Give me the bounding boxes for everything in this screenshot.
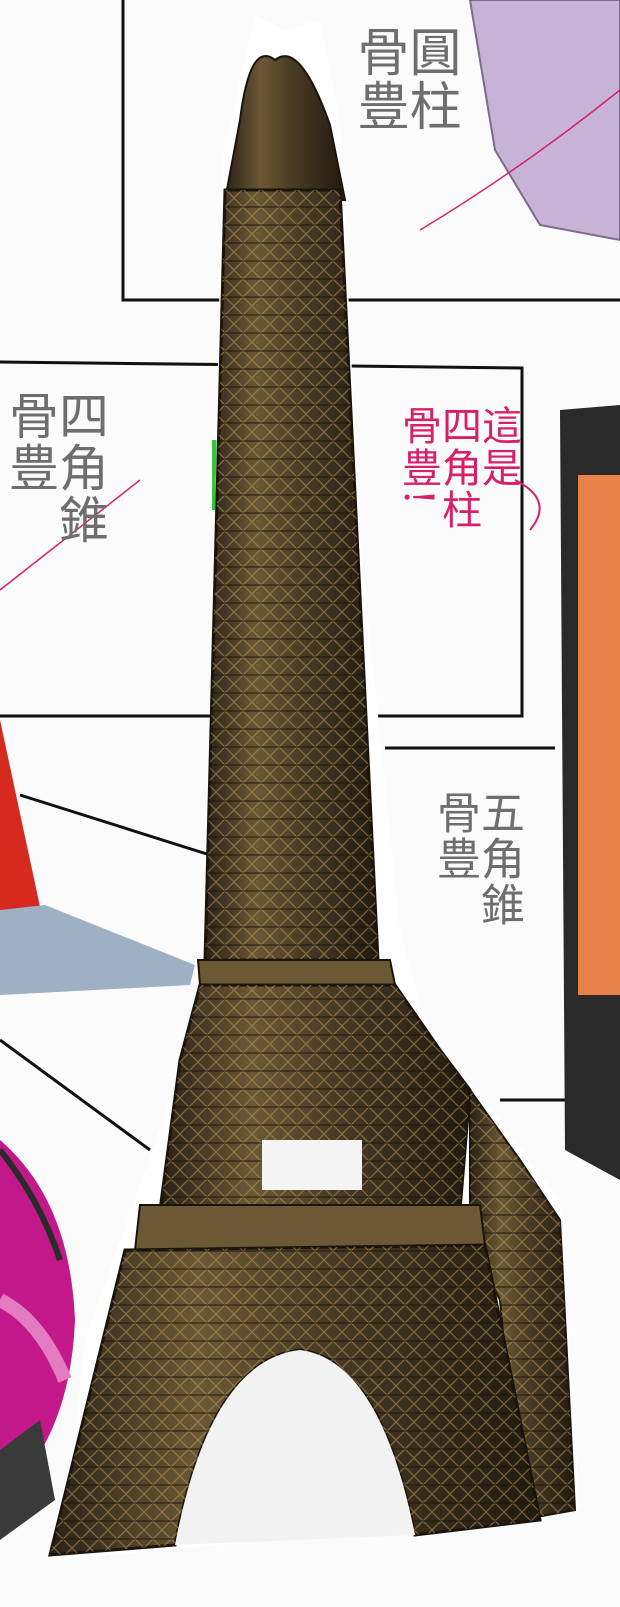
pink-line-left: [0, 479, 141, 591]
eiffel-tower: [48, 15, 580, 1560]
purple-object: [468, 0, 620, 242]
annotation-pentagonal-pyramid: 五角錐 骨豊: [429, 790, 524, 990]
annotation-pentagonal-pyramid-line2: 骨豊: [429, 790, 480, 882]
annotation-square-pyramid-line2: 骨豊: [1, 390, 59, 494]
annotation-pink-note: 這是 四角柱 骨豊!: [395, 405, 521, 605]
annotation-pink-note-line3: 骨豊!: [395, 405, 441, 508]
annotation-cylinder: 圓柱 骨豊: [348, 25, 460, 285]
red-cone: [0, 720, 195, 995]
annotation-pink-note-line1: 這是: [475, 405, 521, 489]
annotation-pink-note-line2: 四角柱: [435, 405, 481, 531]
pink-arrow: [514, 479, 541, 531]
annotation-cylinder-line2: 骨豊: [348, 25, 408, 133]
annotation-square-pyramid-line1: 四角錐: [51, 390, 109, 546]
pink-line-top: [419, 89, 620, 231]
annotation-square-pyramid: 四角錐 骨豊: [1, 390, 109, 630]
magenta-ball: [0, 1140, 75, 1540]
orange-block: [560, 405, 620, 1180]
annotation-pentagonal-pyramid-line1: 五角錐: [473, 790, 524, 928]
annotation-cylinder-line1: 圓柱: [400, 25, 460, 133]
